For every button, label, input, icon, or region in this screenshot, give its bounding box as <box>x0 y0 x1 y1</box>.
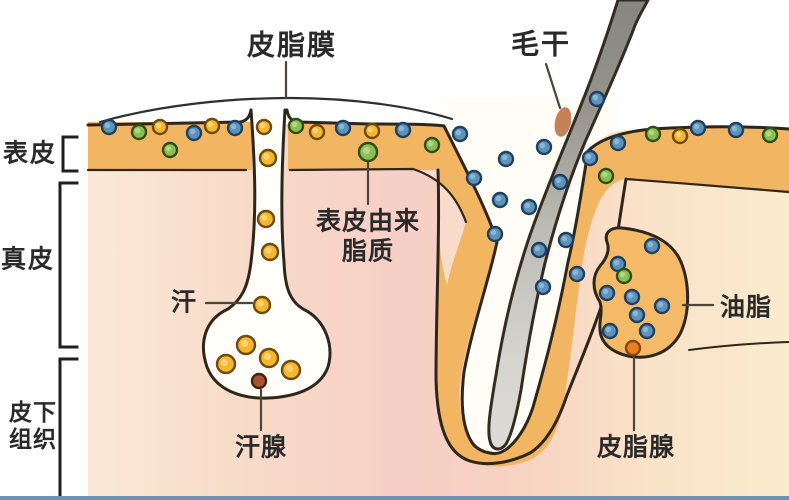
sebum-particle-blue-highlight <box>104 122 111 129</box>
sweat-particle-yellow-highlight <box>207 121 214 128</box>
sebum-particle-blue-highlight <box>657 301 664 308</box>
sweat-particle-yellow-highlight <box>261 214 268 221</box>
bottom-blue-bar <box>0 496 789 500</box>
lipid-particle-green-highlight <box>427 140 434 147</box>
sebum-particle-blue-highlight <box>602 288 609 295</box>
label-epidermis-derived-lipid: 表皮由来 脂质 <box>316 208 420 267</box>
sebum-particle-blue-highlight <box>469 173 476 180</box>
sweat-particle-yellow-highlight <box>155 122 162 129</box>
middle-block-pink-core <box>292 169 466 285</box>
sebum-particle-blue-highlight <box>524 202 531 209</box>
label-subcutaneous-tissue: 皮下 组织 <box>9 399 57 453</box>
particle-dots-layer <box>100 90 779 390</box>
label-oil: 油脂 <box>719 293 773 322</box>
label-sweat-gland: 汗腺 <box>234 433 288 462</box>
sweat-particle-yellow-highlight <box>263 352 272 361</box>
sweat-particle-yellow-highlight <box>263 153 270 160</box>
bracket-subcutaneous <box>58 357 79 500</box>
sebum-particle-blue-highlight <box>189 128 196 135</box>
sebum-particle-blue-highlight <box>495 195 502 202</box>
sebum-particle-blue-highlight <box>613 138 620 145</box>
sweat-particle-yellow-highlight <box>259 122 266 129</box>
sebum-particle-blue-highlight <box>398 125 405 132</box>
label-epi-derived-line1: 表皮由来 <box>315 207 421 236</box>
sebum-particle-blue-highlight <box>627 292 634 299</box>
sebum-particle-blue-highlight <box>592 94 599 101</box>
layer-brackets <box>58 135 79 500</box>
label-sweat: 汗 <box>170 288 198 317</box>
label-subcutaneous-line1: 皮下 <box>9 398 57 425</box>
lipid-particle-green-highlight <box>165 145 172 152</box>
sebum-particle-blue-highlight <box>632 310 639 317</box>
sebum-particle-blue-highlight <box>647 241 654 248</box>
sebum-particle-blue-highlight <box>642 326 649 333</box>
label-hair-shaft: 毛干 <box>510 28 572 60</box>
sebum-particle-blue-highlight <box>230 123 237 130</box>
sebum-particle-blue-highlight <box>539 142 546 149</box>
sebum-particle-blue-highlight <box>534 245 541 252</box>
lipid-particle-green-highlight <box>362 146 371 155</box>
label-sebaceous-gland: 皮脂腺 <box>596 433 676 462</box>
sebum-particle-blue-highlight <box>538 282 545 289</box>
sebum-particle-blue-highlight <box>613 259 620 266</box>
sebum-particle-blue-highlight <box>605 326 612 333</box>
lipid-particle-green-highlight <box>601 171 608 178</box>
pointer-lines <box>204 60 715 432</box>
bracket-dermis <box>58 181 79 349</box>
sebum-film-arc <box>98 96 454 124</box>
label-sebum-film: 皮脂膜 <box>246 29 338 61</box>
label-subcutaneous-line2: 组织 <box>9 426 57 452</box>
hair-shaft-marker-spot <box>554 107 572 137</box>
label-epi-derived-line2: 脂质 <box>341 237 395 265</box>
sweat-particle-yellow-highlight <box>367 126 374 133</box>
sebum-particle-blue-highlight <box>555 177 562 184</box>
lipid-particle-green-highlight <box>291 121 298 128</box>
sebum-particle-blue-highlight <box>455 129 462 136</box>
sebum-particle-blue-highlight <box>501 154 508 161</box>
sweat-particle-yellow-highlight <box>220 358 229 367</box>
label-epidermis: 表皮 <box>2 139 58 168</box>
sebaceous-duct-dot-orange <box>624 339 642 357</box>
sebum-particle-blue-highlight <box>338 123 345 130</box>
lipid-particle-green-highlight <box>648 129 655 136</box>
label-dermis: 真皮 <box>0 245 56 274</box>
sweat-particle-yellow-highlight <box>257 300 264 307</box>
sebum-particle-blue-highlight <box>731 125 738 132</box>
bracket-epidermis <box>61 135 79 173</box>
sebum-particle-blue-highlight <box>585 153 592 160</box>
lipid-particle-green-highlight <box>619 271 626 278</box>
lipid-particle-green-highlight <box>134 127 141 134</box>
sweat-particle-yellow-highlight <box>265 247 272 254</box>
sweat-particle-yellow-highlight <box>240 339 249 348</box>
sebum-particle-blue-highlight <box>490 229 497 236</box>
sebum-particle-blue-highlight <box>561 235 568 242</box>
pointer-hair-shaft <box>544 62 562 110</box>
lipid-particle-green-highlight <box>765 130 772 137</box>
hair-shaft-shape <box>487 0 650 451</box>
sebum-particle-blue-highlight <box>572 269 579 276</box>
sebum-particle-blue-highlight <box>693 123 700 130</box>
sweat-gland-duct-dot-brown <box>250 372 268 390</box>
sweat-particle-yellow-highlight <box>312 127 319 134</box>
sweat-particle-yellow-highlight <box>285 364 294 373</box>
sweat-particle-yellow-highlight <box>675 131 682 138</box>
